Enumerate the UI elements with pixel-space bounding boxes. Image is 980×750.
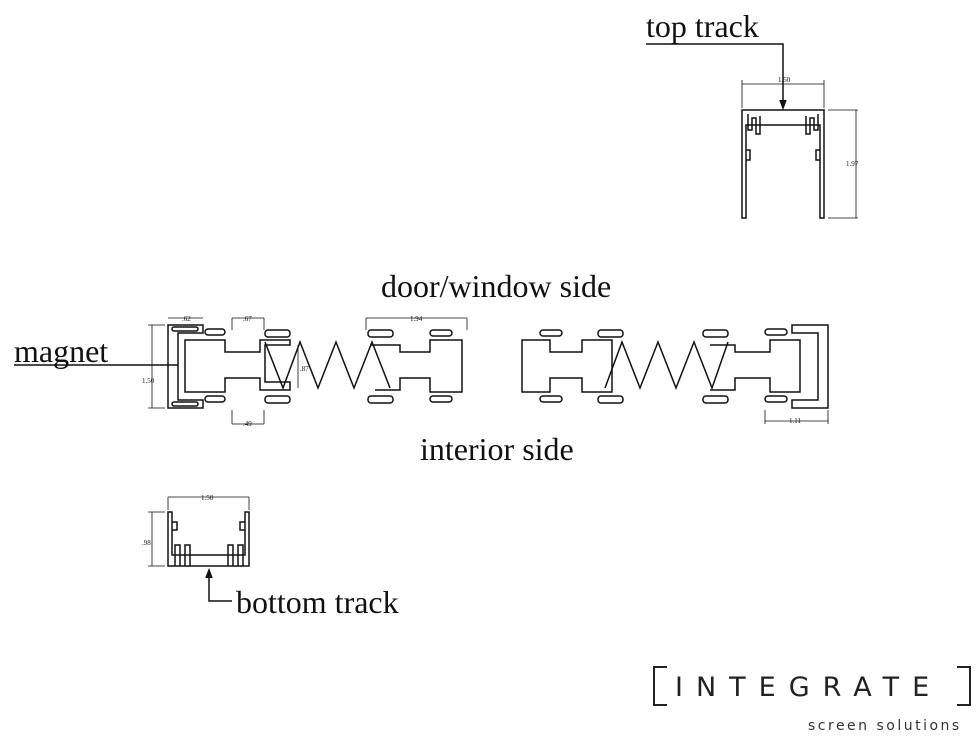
top-track-profile: [741, 80, 858, 219]
right-dimension-line: [764, 410, 829, 424]
dim-channel-bottom: .49: [243, 420, 252, 428]
bottom-track-profile: [167, 511, 250, 567]
magnet-label: magnet: [14, 333, 109, 369]
right-panel-profile: [521, 324, 829, 409]
dim-end-width: 1.11: [789, 417, 801, 425]
left-panel-dimension-lines: [148, 317, 468, 425]
dim-pleat-height: .87: [300, 365, 309, 373]
interior-side-label: interior side: [420, 431, 574, 467]
bottom-track-dimension-lines: [148, 496, 250, 567]
dim-top-track-height: 1.97: [846, 160, 859, 168]
dim-top-track-width: 1.50: [778, 76, 791, 84]
logo-tagline: screen solutions: [808, 718, 962, 734]
bottom-track-label: bottom track: [236, 584, 399, 620]
top-track-label: top track: [646, 8, 759, 44]
dim-profile-width: 1.94: [410, 315, 423, 323]
bottom-track-leader: [205, 567, 232, 602]
dim-bottom-track-width: 1.50: [201, 494, 214, 502]
dim-magnet-width: .62: [182, 315, 191, 323]
dim-channel-top: .67: [243, 315, 252, 323]
logo-bracket-icon: [653, 666, 971, 706]
dim-bottom-track-height: .98: [142, 539, 151, 547]
dim-profile-height: 1.50: [142, 377, 155, 385]
door-window-side-label: door/window side: [381, 268, 612, 304]
integrate-logo: [653, 666, 971, 706]
top-track-leader: [646, 43, 787, 111]
logo-name: INTEGRATE: [675, 672, 943, 703]
left-panel-profile: [167, 324, 463, 409]
